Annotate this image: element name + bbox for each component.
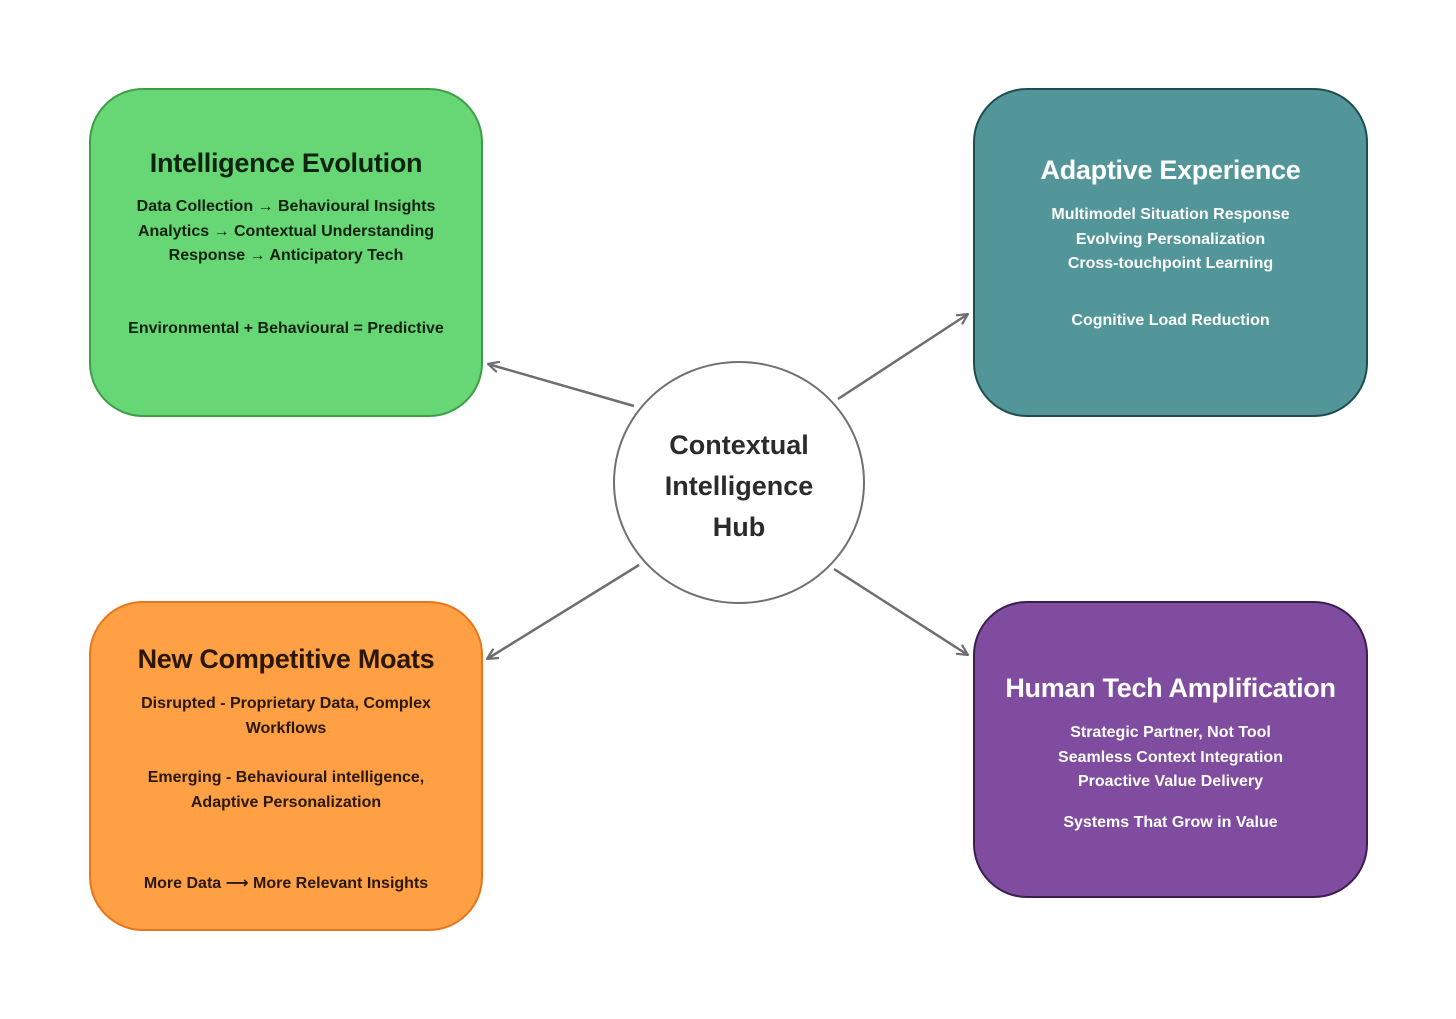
competitive-moats-box: New Competitive Moats Disrupted - Propri… (89, 601, 483, 931)
adaptive-experience-summary: Cognitive Load Reduction (1071, 312, 1270, 329)
arrow-to-adaptive-experience (837, 314, 968, 401)
competitive-moats-line: Disrupted - Proprietary Data, Complex (141, 695, 431, 712)
human-tech-line: Strategic Partner, Not Tool (1070, 724, 1271, 741)
intelligence-evolution-line: Data Collection → Behavioural Insights (136, 198, 436, 215)
competitive-moats-summary: More Data ⟶ More Relevant Insights (143, 875, 429, 892)
intelligence-evolution-box: Intelligence Evolution Data Collection →… (89, 88, 483, 417)
arrow-to-human-tech (833, 567, 968, 655)
competitive-moats-line: Workflows (245, 719, 327, 737)
arrow-to-competitive-moats (487, 563, 640, 659)
hub-label: Contextual Intelligence Hub (615, 425, 863, 548)
intelligence-evolution-line: Response → Anticipatory Tech (168, 247, 404, 264)
human-tech-box: Human Tech Amplification Strategic Partn… (973, 601, 1368, 898)
competitive-moats-emerging: Emerging - Behavioural intelligence, Ada… (101, 766, 471, 815)
hub-label-line: Intelligence (664, 471, 814, 501)
human-tech-line: Seamless Context Integration (1058, 748, 1283, 766)
adaptive-experience-line: Multimodel Situation Response (1051, 206, 1290, 223)
intelligence-evolution-summary: Environmental + Behavioural = Predictive (128, 320, 444, 337)
adaptive-experience-line: Evolving Personalization (1075, 230, 1266, 248)
human-tech-summary: Systems That Grow in Value (1063, 814, 1278, 831)
human-tech-line: Proactive Value Delivery (1078, 773, 1263, 790)
human-tech-title: Human Tech Amplification (1005, 673, 1336, 703)
hub-label-line: Contextual (669, 430, 809, 460)
competitive-moats-line: Emerging - Behavioural intelligence, (147, 769, 425, 786)
adaptive-experience-title: Adaptive Experience (1040, 155, 1301, 185)
adaptive-experience-list: Multimodel Situation Response Evolving P… (985, 203, 1356, 277)
competitive-moats-title: New Competitive Moats (137, 644, 435, 674)
intelligence-evolution-title: Intelligence Evolution (149, 148, 423, 178)
competitive-moats-disrupted: Disrupted - Proprietary Data, Complex Wo… (101, 692, 471, 741)
hub-label-line: Hub (712, 512, 766, 542)
intelligence-evolution-line: Analytics → Contextual Understanding (137, 222, 435, 240)
hub-circle: Contextual Intelligence Hub (613, 361, 865, 604)
intelligence-evolution-list: Data Collection → Behavioural Insights A… (101, 195, 471, 269)
arrow-to-intelligence-evolution (488, 364, 635, 408)
adaptive-experience-box: Adaptive Experience Multimodel Situation… (973, 88, 1368, 417)
competitive-moats-line: Adaptive Personalization (190, 793, 382, 811)
human-tech-list: Strategic Partner, Not Tool Seamless Con… (985, 721, 1356, 795)
adaptive-experience-line: Cross-touchpoint Learning (1067, 255, 1274, 272)
